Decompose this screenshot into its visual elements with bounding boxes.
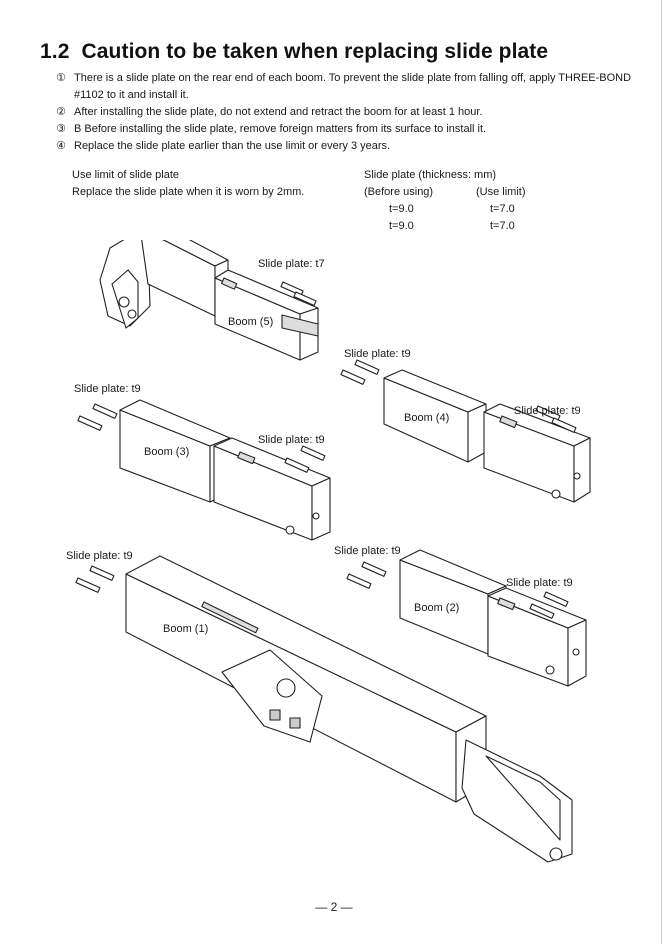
boom-5-assembly [99,240,319,361]
boom-4-assembly [340,359,591,503]
label-slide-plate-boom2-front: Slide plate: t9 [334,545,401,557]
label-slide-plate-boom1-front: Slide plate: t9 [66,550,133,562]
instruction-text: There is a slide plate on the rear end o… [74,72,632,101]
circled-number-1: ① [56,72,66,84]
circled-number-2: ② [56,106,66,118]
label-boom-3: Boom (3) [144,446,190,458]
instruction-item: ③ B Before installing the slide plate, r… [56,121,636,138]
label-boom-1: Boom (1) [163,623,209,635]
label-slide-plate-boom3-rear: Slide plate: t9 [258,434,325,446]
page-border-line [661,0,662,944]
label-boom-2: Boom (2) [414,602,460,614]
value-limit: t=7.0 [490,203,515,215]
boom-1-assembly [75,555,573,863]
instruction-item: ④ Replace the slide plate earlier than t… [56,138,636,155]
page-number: — 2 — [315,900,353,914]
boom-3-assembly [77,399,331,541]
value-limit: t=7.0 [490,220,515,232]
label-boom-4: Boom (4) [404,412,450,424]
instruction-list: ① There is a slide plate on the rear end… [56,70,636,155]
thickness-table-header: (Before using) (Use limit) [364,184,564,201]
instruction-text: After installing the slide plate, do not… [74,106,483,118]
use-limit-note: Replace the slide plate when it is worn … [72,186,305,198]
label-slide-plate-boom4-rear: Slide plate: t9 [514,405,581,417]
use-limit-heading: Use limit of slide plate [72,169,179,181]
column-header-limit: (Use limit) [476,186,526,198]
instruction-text: Replace the slide plate earlier than the… [74,140,391,152]
section-heading: 1.2 Caution to be taken when replacing sl… [40,40,548,64]
circled-number-4: ④ [56,140,66,152]
instruction-item: ① There is a slide plate on the rear end… [56,70,636,104]
circled-number-3: ③ [56,123,66,135]
section-number: 1.2 [40,40,70,63]
thickness-table: Slide plate (thickness: mm) (Before usin… [364,167,564,235]
thickness-table-row: t=9.0 t=7.0 [364,218,564,235]
value-before: t=9.0 [389,203,414,215]
boom-assembly-drawing [75,240,591,863]
label-slide-plate-boom3-front: Slide plate: t9 [74,383,141,395]
use-limit-block: Use limit of slide plate Replace the sli… [72,167,304,201]
label-slide-plate-t7: Slide plate: t7 [258,258,325,270]
column-header-before: (Before using) [364,186,434,198]
section-title: Caution to be taken when replacing slide… [81,40,549,63]
thickness-table-heading: Slide plate (thickness: mm) [364,169,497,181]
thickness-table-row: t=9.0 t=7.0 [364,201,564,218]
label-boom-5: Boom (5) [228,316,274,328]
label-slide-plate-boom4-front: Slide plate: t9 [344,348,411,360]
instruction-text: B Before installing the slide plate, rem… [74,123,487,135]
boom-2-assembly [346,549,587,687]
instruction-item: ② After installing the slide plate, do n… [56,104,636,121]
value-before: t=9.0 [389,220,414,232]
label-slide-plate-boom2-rear: Slide plate: t9 [506,577,573,589]
